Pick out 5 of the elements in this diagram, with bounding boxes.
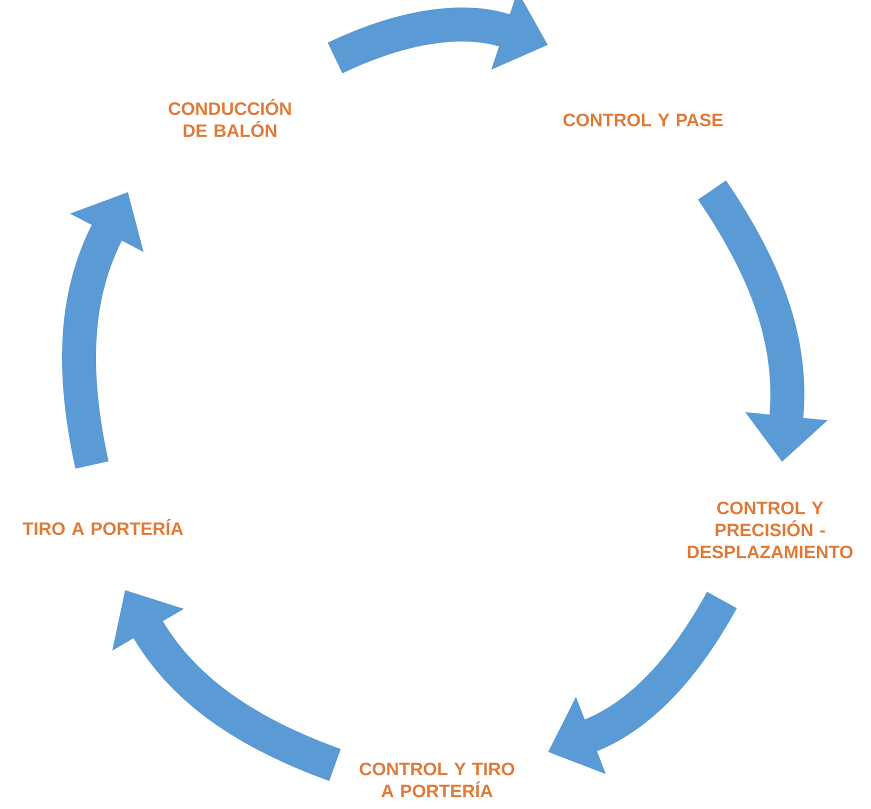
step-label: TIRO A PORTERÍA xyxy=(22,518,184,536)
step-label: CONTROL Y PRECISIÓN - DESPLAZAMIENTO xyxy=(688,502,853,558)
step-label: CONTROL Y TIRO A PORTERÍA xyxy=(360,762,514,798)
step-label: CONDUCCIÓN DE BALÓN xyxy=(168,98,291,138)
step-label: CONTROL Y PASE xyxy=(563,114,723,126)
